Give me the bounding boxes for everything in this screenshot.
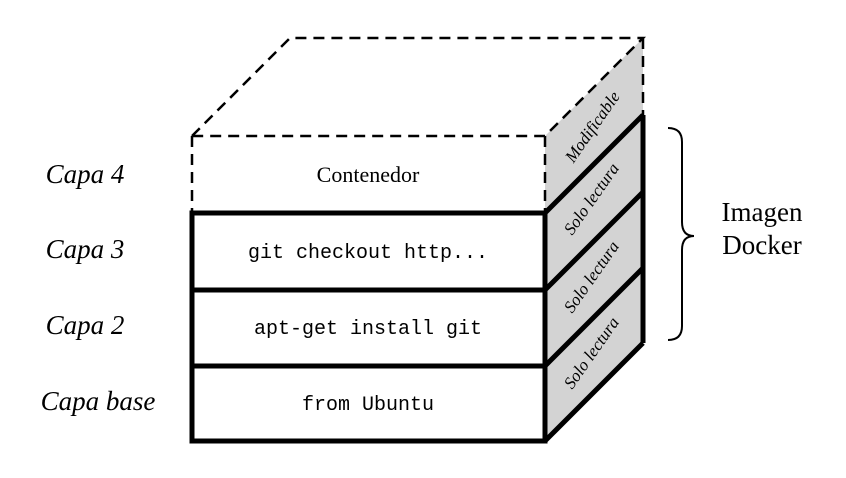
side-face-layer-base [545, 268, 643, 441]
layer-content-base: from Ubuntu [302, 394, 434, 417]
side-face-layer-3 [545, 115, 643, 290]
layer-content-2: apt-get install git [254, 318, 482, 341]
side-face-container [545, 38, 643, 213]
layer-content-3: git checkout http... [248, 242, 488, 265]
layer-label-2: Capa 2 [46, 310, 125, 340]
image-brace [667, 127, 695, 341]
layer-content-4: Contenedor [317, 162, 420, 187]
layer-label-base: Capa base [41, 386, 156, 416]
brace-label-line1: Imagen [722, 197, 803, 227]
layer-label-4: Capa 4 [46, 159, 125, 189]
layer-label-3: Capa 3 [46, 234, 125, 264]
image-layers-outline [189, 113, 646, 444]
side-face-layer-2 [545, 192, 643, 366]
container-outline [188, 36, 647, 213]
brace-label-line2: Docker [722, 230, 801, 260]
